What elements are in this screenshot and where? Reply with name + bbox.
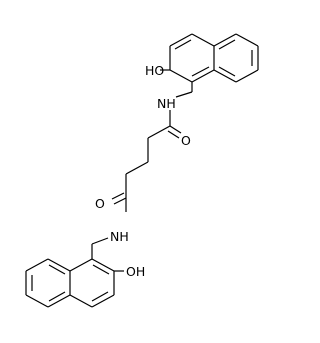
bottom-hydroxyl-label: OH xyxy=(126,264,145,279)
bottom-methylene-linker xyxy=(91,237,109,259)
bottom-naphthalene xyxy=(25,258,124,308)
bottom-carbonyl-o-label: O xyxy=(95,196,105,211)
top-methylene-linker xyxy=(175,91,193,98)
top-amide-nh-label: NH xyxy=(157,96,176,111)
top-naphthalene xyxy=(160,33,259,92)
adipamide-chain xyxy=(111,110,182,212)
top-hydroxyl-label: HO xyxy=(145,63,164,78)
chemical-structure-diagram: HO NH O O NH xyxy=(25,33,259,308)
bottom-amide-nh-label: NH xyxy=(110,229,129,244)
top-carbonyl-o-label: O xyxy=(181,133,191,148)
